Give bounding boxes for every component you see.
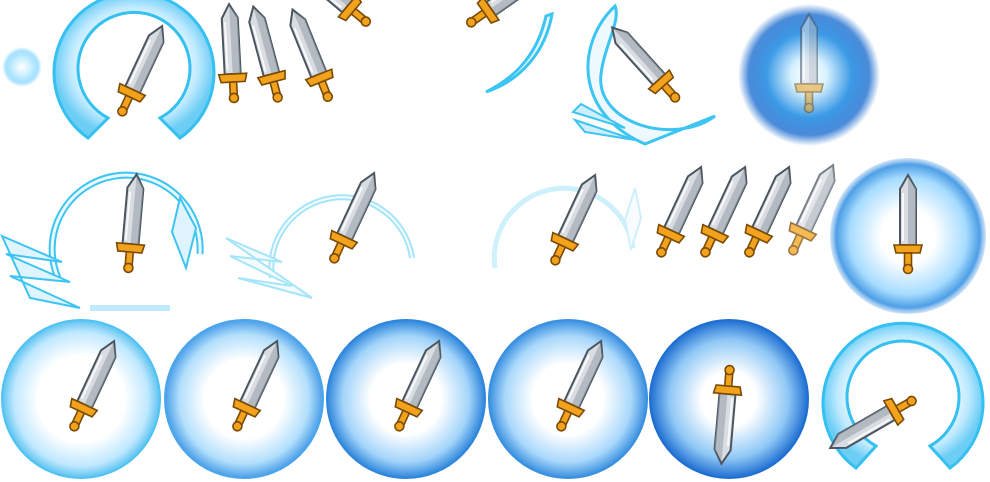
slash-arc-icon bbox=[491, 185, 636, 269]
sword-icon bbox=[278, 3, 344, 108]
sword-bubble-frame bbox=[487, 318, 649, 480]
energy-aura-icon bbox=[821, 321, 985, 471]
sword-rain-frame bbox=[645, 158, 847, 264]
sword-icon bbox=[106, 19, 176, 123]
sword-volley-frame bbox=[214, 0, 345, 108]
sword-icon bbox=[113, 172, 152, 275]
energy-orb-icon bbox=[2, 47, 42, 87]
slash-arc-icon bbox=[485, 11, 554, 94]
slash-arc-icon bbox=[571, 117, 636, 141]
sword-icon bbox=[318, 166, 388, 270]
slash-frame bbox=[482, 10, 562, 100]
sword-bubble-frame bbox=[163, 318, 325, 480]
sword-aura-frame bbox=[48, 0, 220, 158]
sword-bubble-frame bbox=[325, 318, 487, 480]
sword-orb-rim-frame bbox=[828, 156, 988, 316]
sword-wind-faint-frame bbox=[455, 158, 645, 298]
sword-orb-frame bbox=[736, 2, 882, 148]
slash-arc-icon bbox=[0, 234, 81, 309]
sword-bubble-downward-frame bbox=[648, 318, 810, 480]
slash-arc-icon bbox=[170, 195, 198, 272]
sword-icon bbox=[600, 17, 690, 112]
energy-aura-icon bbox=[52, 0, 216, 140]
slash-arc-icon bbox=[571, 102, 626, 129]
sword-icon bbox=[238, 1, 294, 107]
sword-bubble-frame bbox=[0, 318, 162, 480]
slash-arc-icon bbox=[586, 3, 716, 146]
sword-aura-horizontal-frame bbox=[814, 318, 990, 482]
sword-icon bbox=[214, 2, 250, 105]
sword-wind-ring-frame bbox=[0, 158, 215, 318]
sword-icon bbox=[539, 168, 609, 272]
spark-frame bbox=[0, 45, 44, 89]
sword-slash-frame bbox=[565, 3, 735, 160]
sword-wind-fade-frame bbox=[222, 158, 427, 308]
sword-pair-frame bbox=[283, 0, 558, 64]
